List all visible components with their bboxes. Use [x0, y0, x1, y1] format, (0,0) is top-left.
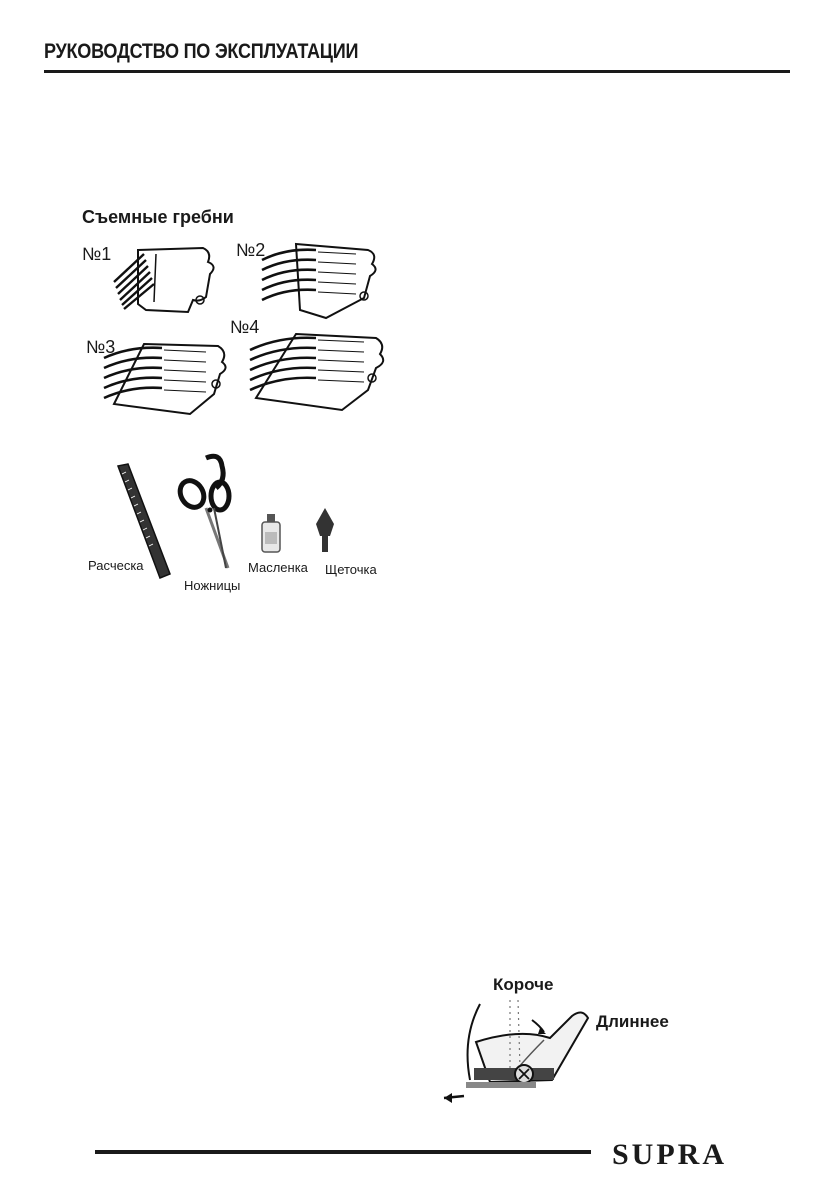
header-divider [44, 70, 790, 73]
comb-accessory-label: Расческа [88, 558, 144, 573]
brand-logo: SUPRA [612, 1138, 728, 1171]
comb-1-drawing [113, 246, 215, 314]
comb-2-drawing [261, 242, 377, 320]
comb-4-drawing [249, 332, 385, 412]
comb-2-label: №2 [236, 240, 266, 260]
comb-3-label: №3 [86, 337, 116, 357]
scissors-drawing [177, 453, 232, 569]
brush-drawing [316, 508, 334, 552]
scissors-label: Ножницы [184, 578, 241, 593]
shorter-label: Короче [493, 975, 554, 994]
oiler-label: Масленка [248, 560, 308, 575]
comb-3-drawing [103, 342, 227, 416]
comb-4-label: №4 [230, 317, 260, 337]
combs-title: Съемные гребни [82, 207, 234, 227]
comb-accessory-drawing [116, 463, 171, 579]
brush-label: Щеточка [325, 562, 377, 577]
footer-divider [95, 1150, 591, 1154]
longer-label: Длиннее [596, 1012, 669, 1031]
oiler-drawing [261, 514, 281, 553]
page-header-title: РУКОВОДСТВО ПО ЭКСПЛУАТАЦИИ [44, 40, 359, 63]
comb-1-label: №1 [82, 244, 112, 264]
length-adjust-drawing [443, 999, 590, 1103]
